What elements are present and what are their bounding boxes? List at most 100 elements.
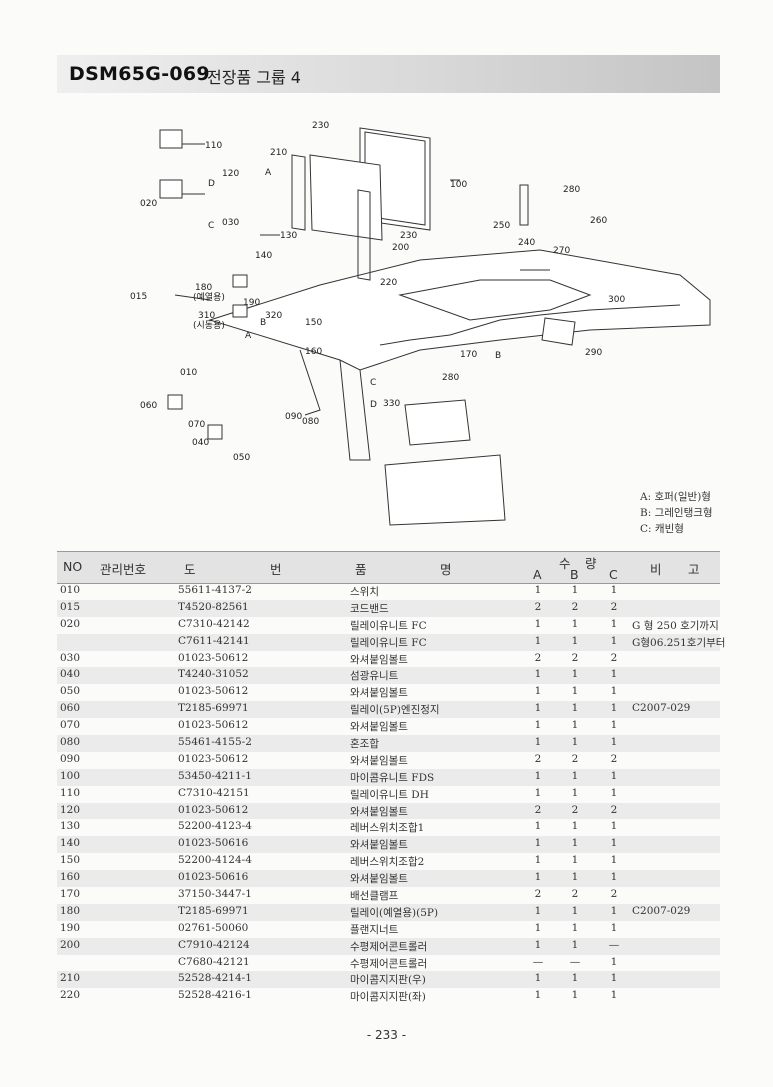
cell-qty-a: 2 xyxy=(534,888,542,901)
cell-qty-a: 1 xyxy=(534,786,542,799)
callout-label: 160 xyxy=(305,347,322,357)
callout-label: 080 xyxy=(302,417,319,427)
cell-qty-c: 1 xyxy=(610,786,618,799)
callout-label: 250 xyxy=(493,221,510,231)
cell-qty-c: 1 xyxy=(610,769,618,782)
cell-qty-a: 2 xyxy=(534,803,542,816)
cell-qty-a: 1 xyxy=(534,854,542,867)
cell-remark: C2007-029 xyxy=(632,904,691,917)
cell-qty-c: 1 xyxy=(610,584,618,596)
cell-part-name: 와셔붙임볼트 xyxy=(350,721,408,734)
cell-qty-a: 1 xyxy=(534,769,542,782)
cell-part-no: 01023-50612 xyxy=(178,719,249,732)
cell-part-name: 와셔붙임볼트 xyxy=(350,687,408,700)
cell-part-name: 와셔붙임볼트 xyxy=(350,805,408,818)
col-mgmt: 관리번호 xyxy=(100,562,147,577)
cell-qty-b: 1 xyxy=(571,786,579,799)
cell-part-no: C7611-42141 xyxy=(178,634,250,647)
cell-qty-c: 2 xyxy=(610,651,618,664)
col-part-1: 도 xyxy=(184,562,196,577)
cell-qty-c: 2 xyxy=(610,752,618,765)
callout-label: (시동용) xyxy=(193,320,225,331)
cell-qty-c: 1 xyxy=(610,685,618,698)
cell-part-no: T2185-69971 xyxy=(178,702,249,715)
cell-qty-b: 1 xyxy=(571,769,579,782)
cell-no: 190 xyxy=(60,921,81,934)
cell-part-name: 마이콤유니트 FDS xyxy=(350,771,435,784)
cell-part-no: 37150-3447-1 xyxy=(178,888,252,901)
cell-no: 030 xyxy=(60,651,81,664)
cell-qty-b: 1 xyxy=(571,837,579,850)
cell-part-name: 릴레이유니트 DH xyxy=(350,788,429,801)
cell-no: 120 xyxy=(60,803,81,816)
cell-part-name: 레버스위치조합2 xyxy=(350,856,425,869)
cell-part-no: T4520-82561 xyxy=(178,600,249,613)
callout-label: 230 xyxy=(312,121,329,131)
cell-no: 100 xyxy=(60,769,81,782)
cell-part-no: 52528-4214-1 xyxy=(178,972,252,985)
callout-label: D xyxy=(370,400,377,410)
cell-no: 130 xyxy=(60,820,81,833)
cell-qty-b: 1 xyxy=(571,685,579,698)
cell-qty-a: 1 xyxy=(534,921,542,934)
page-number: - 233 - xyxy=(366,1028,407,1042)
callout-label: 200 xyxy=(392,243,409,253)
cell-part-name: 마이콤지지판(우) xyxy=(350,974,426,987)
cell-part-name: 릴레이(5P)엔진정지 xyxy=(350,704,440,717)
cell-qty-b: 1 xyxy=(571,584,579,596)
callout-label: 280 xyxy=(442,373,459,383)
callout-label: 170 xyxy=(460,350,477,360)
cell-qty-b: 1 xyxy=(571,736,579,749)
cell-part-no: C7910-42124 xyxy=(178,938,250,951)
col-part-2: 번 xyxy=(270,562,282,577)
callout-label: 020 xyxy=(140,199,157,209)
cell-qty-c: 1 xyxy=(610,719,618,732)
cell-no: 015 xyxy=(60,600,81,613)
cell-qty-c: 1 xyxy=(610,921,618,934)
cell-qty-c: — xyxy=(608,938,620,951)
callout-label: (예열용) xyxy=(193,292,225,303)
cell-no: 080 xyxy=(60,736,81,749)
cell-part-no: 02761-50060 xyxy=(178,921,249,934)
cell-part-name: 수평제어콘트롤러 xyxy=(350,940,428,953)
cell-part-no: T2185-69971 xyxy=(178,904,249,917)
cell-part-no: 53450-4211-1 xyxy=(178,769,252,782)
cell-qty-c: 1 xyxy=(610,634,618,647)
callout-label: 130 xyxy=(280,231,297,241)
cell-qty-c: 1 xyxy=(610,837,618,850)
cell-no: 160 xyxy=(60,871,81,884)
callout-label: 030 xyxy=(222,218,239,228)
cell-part-name: 와셔붙임볼트 xyxy=(350,754,408,767)
cell-no: 010 xyxy=(60,584,81,596)
cell-qty-c: 1 xyxy=(610,668,618,681)
cell-qty-c: 1 xyxy=(610,972,618,985)
cell-no: 060 xyxy=(60,702,81,715)
cell-qty-a: 1 xyxy=(534,837,542,850)
callout-label: A xyxy=(245,331,252,341)
col-remark-2: 고 xyxy=(688,562,700,577)
cell-part-name: 수평제어콘트롤러 xyxy=(350,957,428,970)
cell-part-no: 01023-50616 xyxy=(178,837,249,850)
cell-no: 050 xyxy=(60,685,81,698)
cell-qty-b: 2 xyxy=(571,752,579,765)
cell-part-no: C7310-42142 xyxy=(178,617,250,630)
callout-label: 070 xyxy=(188,420,205,430)
cell-qty-b: 1 xyxy=(571,989,579,1002)
page-header: DSM65G-069 전장품 그룹 4 xyxy=(57,55,720,93)
col-qty-2: 량 xyxy=(585,556,597,571)
cell-qty-a: 1 xyxy=(534,634,542,647)
cell-part-no: C7680-42121 xyxy=(178,955,250,968)
cell-part-name: 혼조합 xyxy=(350,738,379,751)
callout-label: 180 xyxy=(195,283,212,293)
